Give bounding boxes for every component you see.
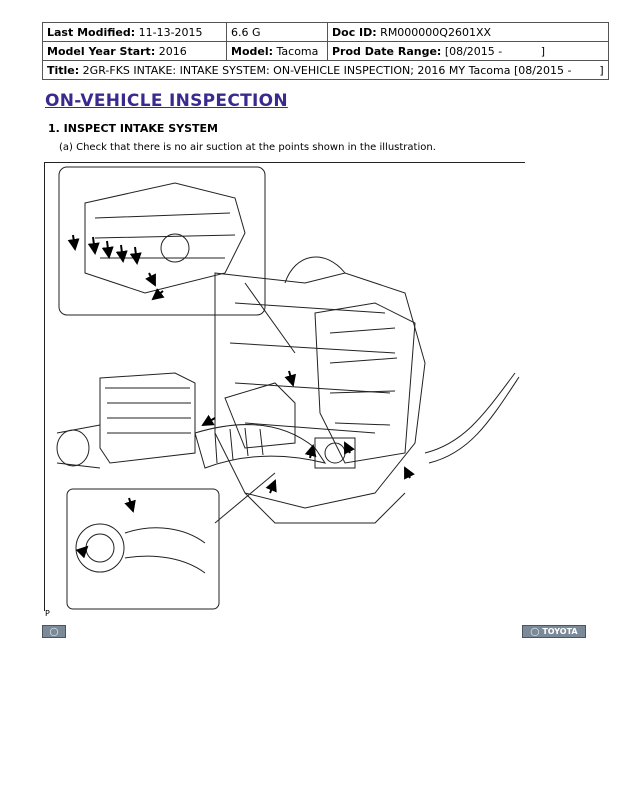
page-title: ON-VEHICLE INSPECTION bbox=[45, 91, 288, 111]
air-cleaner-box bbox=[99, 372, 196, 464]
title-cell: Title: 2GR-FKS INTAKE: INTAKE SYSTEM: ON… bbox=[42, 60, 609, 80]
intake-system-illustration bbox=[44, 162, 525, 611]
step-instruction: (a) Check that there is no air suction a… bbox=[59, 142, 436, 153]
toyota-logo-icon: ◯ bbox=[49, 627, 59, 636]
doc-id-cell: Doc ID: RM000000Q2601XX bbox=[327, 22, 609, 42]
back-button[interactable]: ◯ bbox=[42, 625, 66, 638]
prod-date-cell: Prod Date Range: [08/2015 - ] bbox=[327, 41, 609, 61]
model-year-cell: Model Year Start: 2016 bbox=[42, 41, 227, 61]
upper-detail-inset bbox=[58, 166, 266, 316]
toyota-logo-icon: ◯ bbox=[530, 627, 540, 636]
step-heading: 1. INSPECT INTAKE SYSTEM bbox=[48, 122, 218, 135]
toyota-home-button[interactable]: ◯ TOYOTA bbox=[522, 625, 586, 638]
intake-duct bbox=[194, 424, 327, 469]
engine-illustration-svg bbox=[56, 166, 520, 610]
intake-manifold bbox=[314, 302, 416, 464]
last-modified-cell: Last Modified: 11-13-2015 bbox=[42, 22, 227, 42]
version-cell: 6.6 G bbox=[226, 22, 328, 42]
lower-detail-inset bbox=[66, 488, 220, 610]
document-header-table: Last Modified: 11-13-2015 6.6 G Doc ID: … bbox=[42, 22, 609, 80]
model-cell: Model: Tacoma bbox=[226, 41, 328, 61]
toyota-label: TOYOTA bbox=[542, 627, 578, 636]
engine-block-outline bbox=[214, 272, 426, 509]
illustration-code: P bbox=[45, 609, 50, 618]
